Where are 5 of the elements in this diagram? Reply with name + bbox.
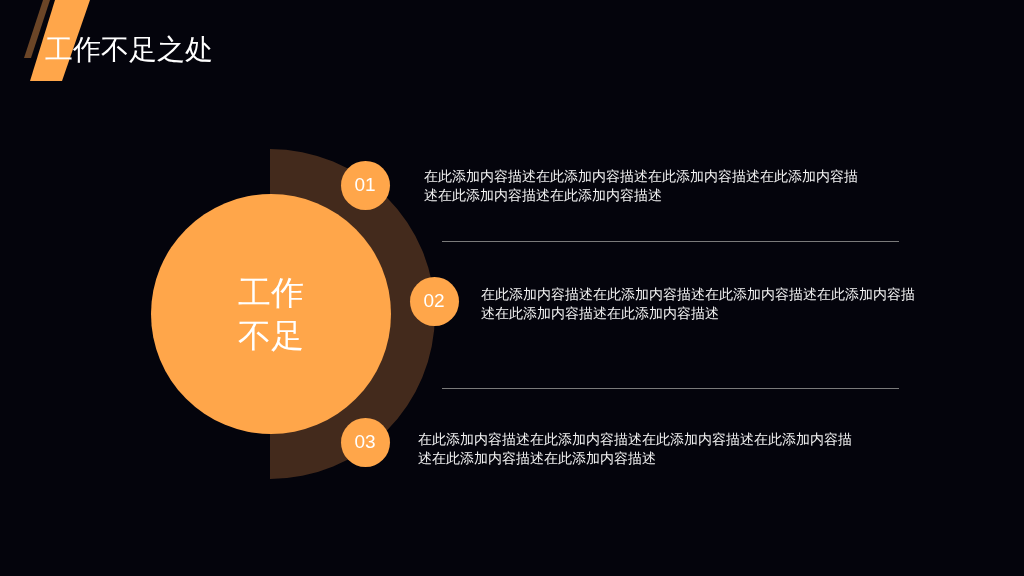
description-text: 在此添加内容描述在此添加内容描述在此添加内容描述在此添加内容描述在此添加内容描述在此添加内容描述 xyxy=(418,429,853,468)
topic-circle: 工作不足 xyxy=(151,194,391,434)
description-text: 在此添加内容描述在此添加内容描述在此添加内容描述在此添加内容描述在此添加内容描述在此添加内容描述 xyxy=(481,284,916,323)
slide-title: 工作不足之处 xyxy=(45,32,213,68)
description-text: 在此添加内容描述在此添加内容描述在此添加内容描述在此添加内容描述在此添加内容描述在此添加内容描述 xyxy=(424,166,859,205)
